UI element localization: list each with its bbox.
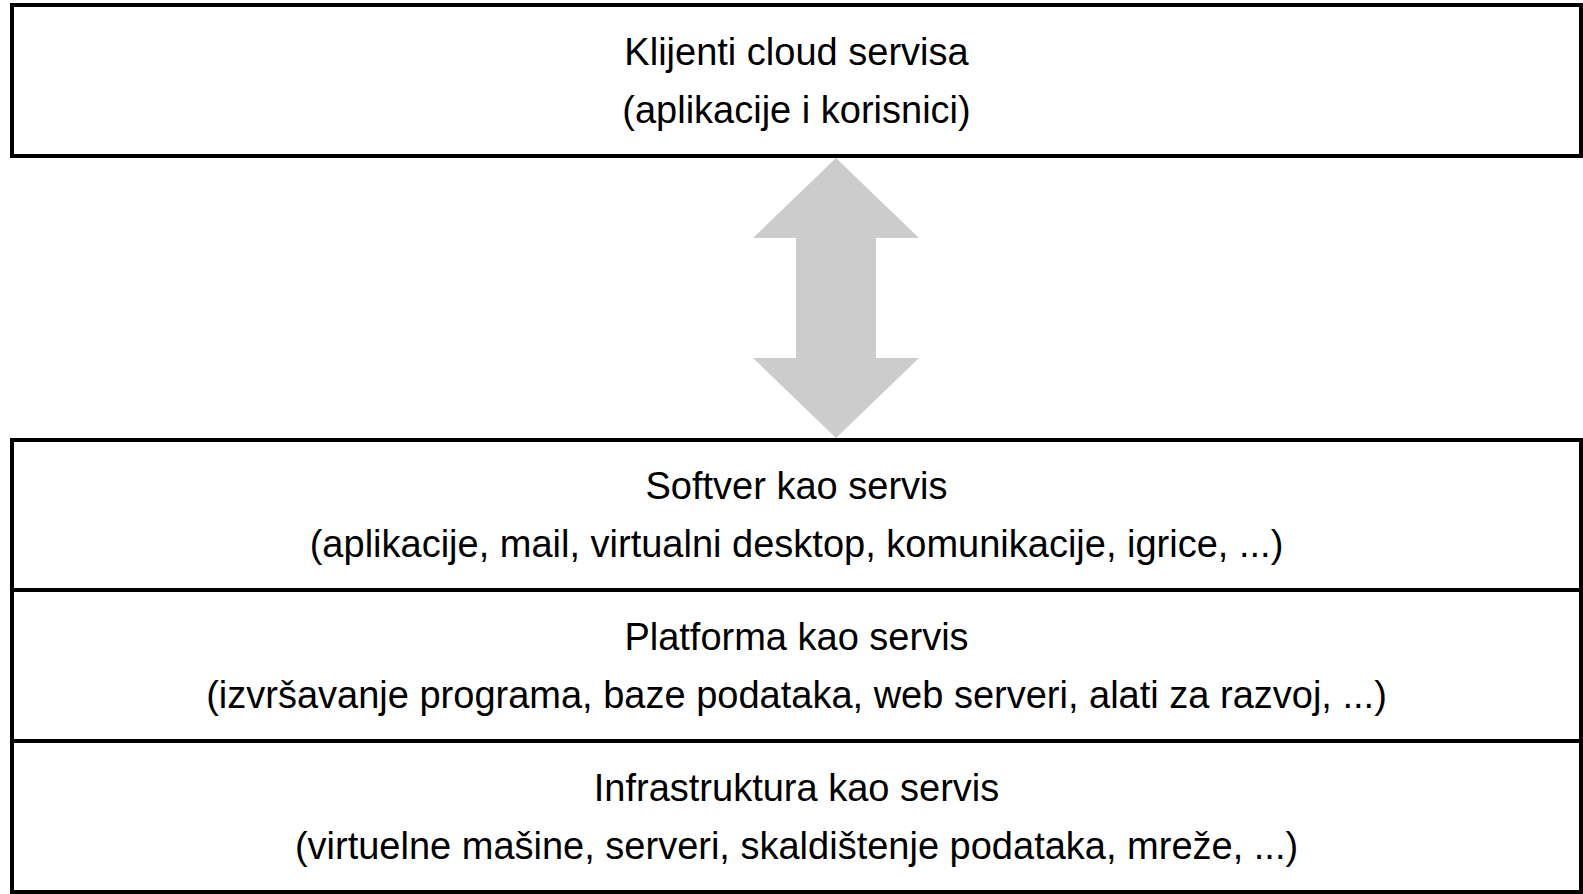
client-box: Klijenti cloud servisa(aplikacije i kori… xyxy=(10,3,1583,158)
layer-title: Infrastruktura kao servis xyxy=(594,759,999,817)
iaas-band: Infrastruktura kao servis(virtuelne maši… xyxy=(10,739,1583,894)
layer-title: Softver kao servis xyxy=(646,457,948,515)
layer-examples: (aplikacije, mail, virtualni desktop, ko… xyxy=(310,515,1284,573)
saas-band: Softver kao servis(aplikacije, mail, vir… xyxy=(10,438,1583,592)
paas-band: Platforma kao servis(izvršavanje program… xyxy=(10,588,1583,743)
double-arrow xyxy=(753,158,919,438)
layer-examples: (aplikacije i korisnici) xyxy=(622,81,970,139)
layer-title: Klijenti cloud servisa xyxy=(624,23,968,81)
layer-examples: (virtuelne mašine, serveri, skaldištenje… xyxy=(295,817,1298,875)
layer-examples: (izvršavanje programa, baze podataka, we… xyxy=(206,666,1387,724)
layer-title: Platforma kao servis xyxy=(624,608,968,666)
